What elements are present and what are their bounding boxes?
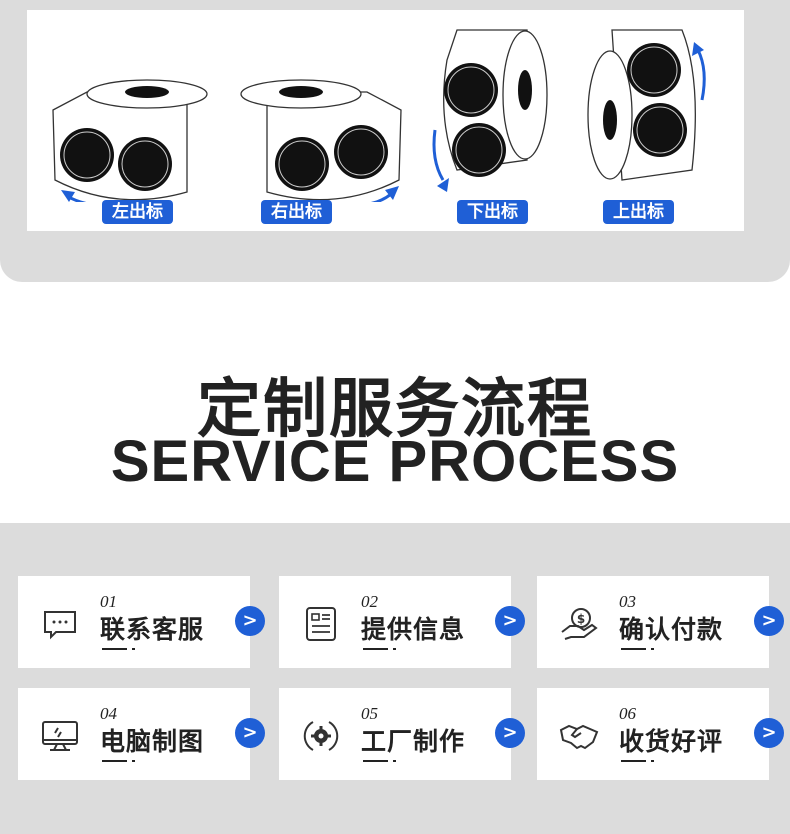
- orientation-illustration: 左出标 右出标 下出标 上出标: [27, 10, 744, 231]
- step-card-3: $ 03 确认付款: [537, 576, 769, 668]
- underline: [621, 648, 646, 650]
- chat-icon: [44, 611, 76, 640]
- step-card-6: 06 收货好评: [537, 688, 769, 780]
- underline-dot: [651, 648, 654, 650]
- step-card-2: 02 提供信息: [279, 576, 511, 668]
- next-arrow-icon: >: [495, 606, 525, 636]
- step-card-4: 04 电脑制图: [18, 688, 250, 780]
- step-card-1: 01 联系客服: [18, 576, 250, 668]
- roll-left-illustration: [52, 79, 208, 202]
- handshake-icon: [559, 724, 599, 750]
- step-label: 电脑制图: [100, 727, 205, 756]
- process-panel: 01 联系客服 02 提供信息 $ 03 确认付款 04 电脑制图 05 工厂制…: [0, 523, 790, 834]
- roll-right-illustration: [240, 79, 402, 202]
- underline-dot: [651, 760, 654, 762]
- underline: [102, 648, 127, 650]
- next-arrow-icon: >: [754, 606, 784, 636]
- monitor-icon: [42, 721, 78, 751]
- roll-up-illustration: [587, 29, 706, 181]
- underline-dot: [393, 760, 396, 762]
- payment-hand-icon: $: [561, 608, 598, 640]
- section-title-en: SERVICE PROCESS: [110, 429, 680, 494]
- step-card-5: 05 工厂制作: [279, 688, 511, 780]
- top-out-label: 上出标: [603, 200, 674, 224]
- gear-cycle-icon: [303, 721, 339, 751]
- left-out-label: 左出标: [102, 200, 173, 224]
- document-icon: [306, 607, 336, 641]
- step-number: 02: [361, 592, 378, 611]
- step-label: 工厂制作: [361, 727, 466, 756]
- step-number: 04: [100, 704, 117, 723]
- step-label: 提供信息: [361, 615, 466, 644]
- underline-dot: [132, 760, 135, 762]
- next-arrow-icon: >: [235, 718, 265, 748]
- step-label: 联系客服: [100, 615, 205, 644]
- next-arrow-icon: >: [754, 718, 784, 748]
- step-number: 01: [100, 592, 117, 611]
- underline-dot: [393, 648, 396, 650]
- underline: [102, 760, 127, 762]
- roll-down-illustration: [432, 29, 548, 192]
- next-arrow-icon: >: [495, 718, 525, 748]
- underline: [621, 760, 646, 762]
- svg-text:$: $: [577, 612, 585, 626]
- section-title-cn: 定制服务流程: [197, 373, 593, 447]
- step-number: 03: [619, 592, 636, 611]
- bottom-out-label: 下出标: [457, 200, 528, 224]
- next-arrow-icon: >: [235, 606, 265, 636]
- underline-dot: [132, 648, 135, 650]
- orientation-panel: 左出标 右出标 下出标 上出标: [0, 0, 790, 282]
- step-number: 06: [619, 704, 636, 723]
- right-out-label: 右出标: [261, 200, 332, 224]
- underline: [363, 760, 388, 762]
- step-label: 收货好评: [619, 727, 724, 756]
- step-label: 确认付款: [619, 615, 724, 644]
- underline: [363, 648, 388, 650]
- step-number: 05: [361, 704, 378, 723]
